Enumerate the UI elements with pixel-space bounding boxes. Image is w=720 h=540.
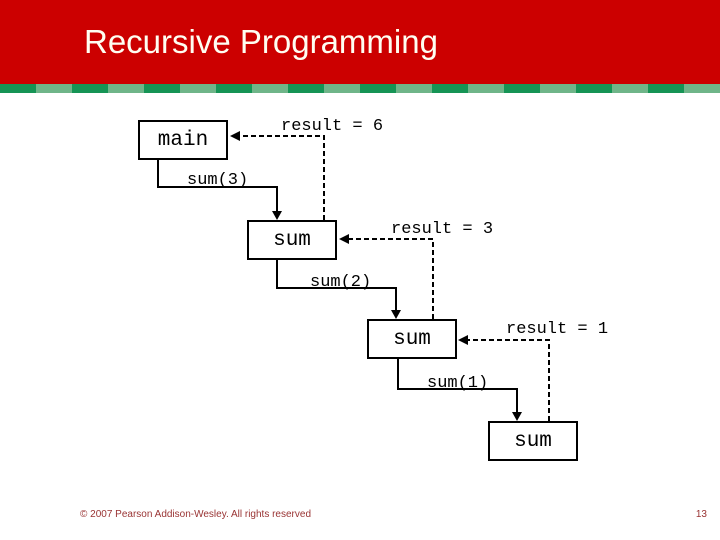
- return-label-2: result = 3: [391, 220, 494, 239]
- call-arrowhead-3: [512, 412, 522, 421]
- call-label-2: sum(2): [310, 273, 372, 292]
- connector-lines: [157, 131, 550, 421]
- footer-page-number: 13: [695, 509, 707, 520]
- return-arrowhead-3: [458, 335, 468, 345]
- frame-box-sum-3: sum: [488, 421, 578, 461]
- call-label-3: sum(1): [427, 374, 489, 393]
- return-label-1: result = 6: [281, 117, 384, 136]
- call-arrowhead-2: [391, 310, 401, 319]
- frame-box-main: main: [138, 120, 228, 160]
- recursive-call-diagram: main sum sum sum result = 6 result = 3 r…: [0, 93, 720, 500]
- return-arrowhead-1: [230, 131, 240, 141]
- frame-box-sum-1: sum: [247, 220, 337, 260]
- green-checker-stripe: [0, 84, 720, 93]
- slide-header: Recursive Programming: [0, 0, 720, 84]
- return-line-1: [240, 135, 325, 220]
- call-label-1: sum(3): [187, 171, 249, 190]
- frame-box-sum-2: sum: [367, 319, 457, 359]
- return-arrowhead-2: [339, 234, 349, 244]
- footer-copyright: © 2007 Pearson Addison-Wesley. All right…: [80, 509, 312, 520]
- slide-title: Recursive Programming: [84, 23, 438, 60]
- return-label-3: result = 1: [506, 320, 609, 339]
- call-arrowhead-1: [272, 211, 282, 220]
